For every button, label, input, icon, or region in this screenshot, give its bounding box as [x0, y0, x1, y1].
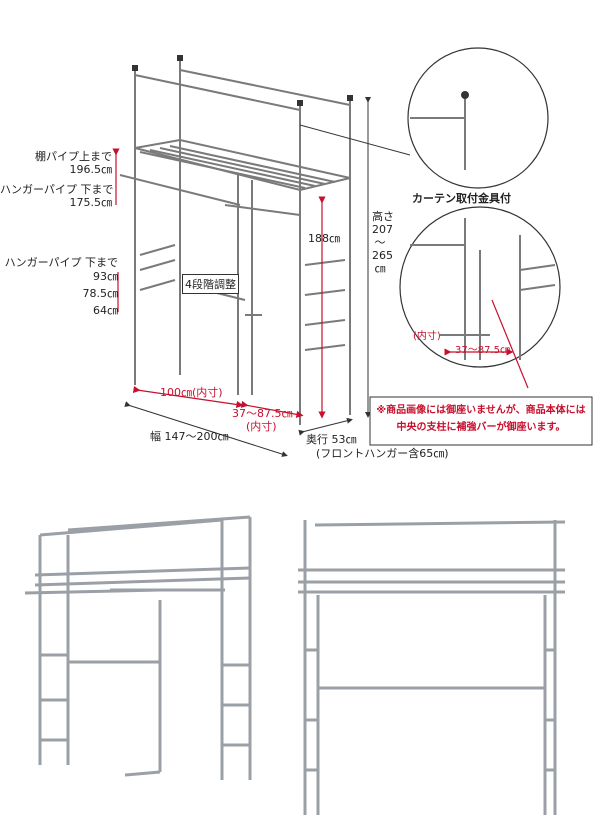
label-hanger-low-text: ハンガーパイプ 下まで	[4, 256, 118, 269]
label-shelf-pipe-text: 棚パイプ上まで	[35, 150, 112, 163]
label-detail-range: 37〜87.5㎝	[455, 345, 510, 356]
label-height-max: 265	[372, 249, 393, 262]
label-adjust: 4段階調整	[182, 274, 239, 294]
label-height-min: 207	[372, 223, 393, 236]
post-caps	[132, 55, 353, 106]
label-height-sep: 〜	[374, 236, 386, 249]
label-curtain-fitting: カーテン取付金具付	[412, 192, 511, 205]
label-total-width: 幅 147〜200㎝	[150, 430, 229, 443]
label-depth-sub: (フロントハンガー含65㎝)	[316, 447, 449, 460]
detail-circle-top	[407, 47, 549, 189]
note-box	[369, 396, 593, 446]
label-hanger-top-text: ハンガーパイプ 下まで	[0, 183, 114, 196]
note-line-2: 中央の支柱に補強バーが御座います。	[396, 422, 566, 433]
rack-photo-right	[298, 520, 566, 815]
detail-top-parts	[410, 95, 466, 170]
note-text: ※商品画像には御座いませんが、商品本体には 中央の支柱に補強バーが御座います。	[372, 402, 590, 436]
label-inner-range: 37〜87.5㎝	[232, 407, 293, 420]
label-height-text: 高さ	[372, 210, 394, 223]
label-hanger-top: ハンガーパイプ 下まで 175.5㎝	[0, 183, 114, 209]
detail-bottom-parts	[410, 218, 556, 360]
height-arrows	[112, 148, 326, 419]
rack-photo-left	[24, 515, 252, 780]
label-hanger-low-78: 78.5㎝	[82, 287, 119, 300]
label-shelf-pipe: 棚パイプ上まで 196.5㎝	[2, 150, 112, 176]
label-height: 高さ 207 〜 265 ㎝	[372, 210, 394, 275]
label-shelf-pipe-value: 196.5㎝	[69, 163, 113, 176]
label-height-188: 188㎝	[308, 232, 340, 245]
label-height-unit: ㎝	[374, 262, 386, 275]
overall-arrows	[124, 97, 411, 457]
label-hanger-top-value: 175.5㎝	[69, 196, 113, 209]
label-inner-range-sub: (内寸)	[246, 420, 277, 433]
label-inner-width: 100㎝(内寸)	[160, 386, 223, 399]
label-depth: 奥行 53㎝	[306, 433, 357, 446]
label-hanger-low-93: 93㎝	[93, 270, 118, 283]
note-line-1: ※商品画像には御座いませんが、商品本体には	[376, 405, 586, 416]
label-hanger-low: ハンガーパイプ 下まで	[0, 256, 118, 269]
label-detail-inner: (内寸)	[413, 331, 441, 342]
label-hanger-low-64: 64㎝	[93, 304, 118, 317]
